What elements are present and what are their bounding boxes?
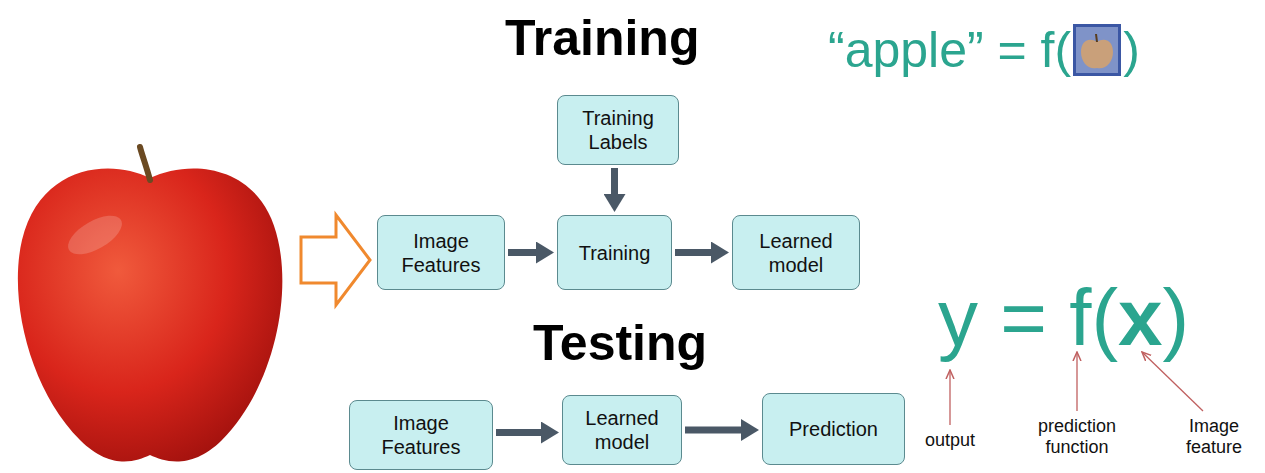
box-label: Prediction	[789, 417, 878, 441]
formula-text: “apple” = f(	[828, 20, 1071, 80]
box-text-group: Learned model	[571, 406, 673, 454]
box-label: Training Labels	[566, 106, 670, 154]
box-text-group: Image Features	[386, 229, 496, 277]
box-text-group: Training	[579, 241, 651, 265]
annotation: Image feature	[1172, 416, 1256, 457]
section-heading: Testing	[533, 318, 707, 368]
flow-arrow	[675, 249, 717, 256]
apple-illustration	[18, 147, 283, 462]
formula-variable: x	[1118, 278, 1163, 358]
box-label: Image Features	[386, 229, 496, 277]
input-arrow	[301, 215, 370, 305]
box-label: Learned model	[741, 229, 851, 277]
process-box: Training Labels	[557, 95, 679, 165]
annotation: prediction function	[1017, 416, 1137, 457]
flow-arrow	[611, 168, 618, 200]
prediction-formula: y = f(x)	[938, 278, 1189, 358]
leader-lines	[950, 352, 1203, 425]
box-label: Training	[579, 241, 651, 265]
process-box: Image Features	[349, 400, 493, 470]
flow-arrow	[508, 249, 542, 256]
process-box: Learned model	[732, 215, 860, 290]
process-box: Learned model	[562, 395, 682, 465]
box-text-group: Image Features	[358, 411, 484, 459]
process-box: Prediction	[762, 393, 905, 465]
box-text-group: Learned model	[741, 229, 851, 277]
box-text-group: Prediction	[789, 417, 878, 441]
box-label: Learned model	[571, 406, 673, 454]
formula-text: )	[1123, 20, 1140, 80]
process-box: Image Features	[377, 215, 505, 290]
box-label: Image Features	[358, 411, 484, 459]
apple-thumbnail	[1073, 24, 1121, 76]
annotation: output	[912, 430, 988, 451]
formula-text: )	[1163, 278, 1190, 358]
process-box: Training	[557, 215, 672, 290]
flow-arrow	[685, 427, 747, 434]
apple-formula: “apple” = f( )	[828, 20, 1140, 80]
box-text-group: Training Labels	[566, 106, 670, 154]
formula-text: y = f(	[938, 278, 1118, 358]
flow-arrow	[496, 429, 547, 436]
section-heading: Training	[505, 13, 699, 63]
